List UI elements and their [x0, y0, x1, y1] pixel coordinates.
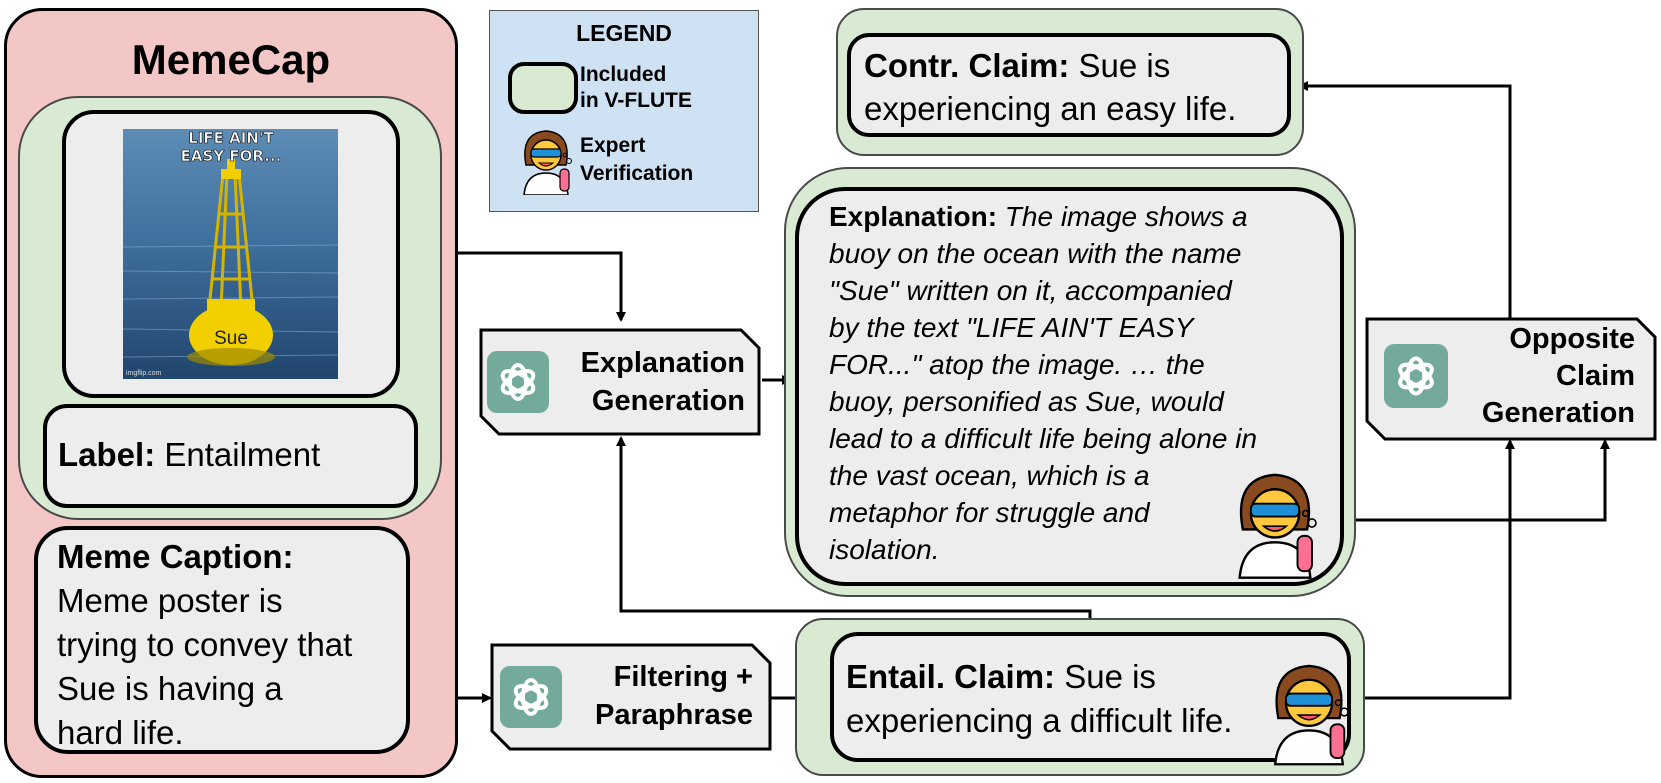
- explanation-line: isolation.: [829, 534, 940, 565]
- legend-included-swatch: [508, 62, 578, 114]
- label-value: Entailment: [164, 436, 321, 473]
- explanation-box: [795, 187, 1344, 586]
- meme-image: Sue LIFE AIN'T EASY FOR... imgflip.com: [123, 129, 338, 379]
- legend-title: LEGEND: [576, 20, 672, 46]
- contr-claim-key: Contr. Claim:: [864, 47, 1070, 84]
- explanation-text: Explanation: The image shows a buoy on t…: [829, 198, 1257, 568]
- explanation-generation-shape: [479, 328, 761, 436]
- openai-logo-icon: [487, 351, 549, 413]
- explanation-key: Explanation:: [829, 201, 998, 232]
- scientist-icon: [523, 130, 572, 195]
- meme-caption-line: hard life.: [57, 714, 184, 751]
- svg-text:EASY FOR...: EASY FOR...: [181, 147, 282, 165]
- explanation-line: FOR..." atop the image. … the: [829, 349, 1205, 380]
- entail-claim-box: [830, 632, 1351, 762]
- arrow-opposite-to-contr-claim: [1298, 81, 1512, 318]
- label-key: Label:: [58, 436, 156, 473]
- arrow-image-to-explanation-generation: [417, 251, 626, 322]
- filtering-paraphrase-shape: [490, 643, 772, 751]
- memecap-title: MemeCap: [131, 36, 331, 83]
- explanation-line: lead to a difficult life being alone in: [829, 423, 1258, 454]
- filtering-paraphrase-label: Filtering + Paraphrase: [595, 661, 753, 731]
- meme-caption-line: Meme poster is: [57, 582, 283, 619]
- explanation-line: buoy, personified as Sue, would: [829, 386, 1224, 417]
- svg-text:LIFE AIN'T: LIFE AIN'T: [188, 129, 274, 147]
- meme-caption-text: Meme Caption: Meme poster is trying to c…: [57, 535, 352, 755]
- arrow-explanation-to-opposite: [1345, 439, 1610, 522]
- explanation-line: metaphor for struggle and: [829, 497, 1150, 528]
- arrow-entail-to-opposite: [1350, 439, 1515, 700]
- meme-caption-line: Sue is having a: [57, 670, 283, 707]
- openai-logo-icon: [1384, 344, 1448, 408]
- legend-expert-label: Expert Verification: [580, 134, 694, 185]
- explanation-line: by the text "LIFE AIN'T EASY: [829, 312, 1194, 343]
- opposite-claim-generation-label: Opposite Claim Generation: [1481, 323, 1635, 429]
- image-watermark: imgflip.com: [126, 370, 162, 377]
- explanation-line: buoy on the ocean with the name: [829, 238, 1242, 269]
- openai-logo-icon: [500, 666, 562, 728]
- explanation-generation-label: Explanation Generation: [580, 347, 745, 417]
- explanation-line: the vast ocean, which is a: [829, 460, 1150, 491]
- contr-claim-box: [847, 33, 1291, 137]
- buoy-name: Sue: [214, 328, 248, 349]
- scientist-icon: [1238, 473, 1317, 579]
- contr-claim-text: Contr. Claim: Sue is experiencing an eas…: [864, 47, 1237, 127]
- entail-claim-text: Entail. Claim: Sue is experiencing a dif…: [846, 658, 1233, 739]
- label-text: Label: Entailment: [58, 436, 320, 474]
- scientist-icon: [1273, 664, 1349, 766]
- legend-included-label: Included in V-FLUTE: [580, 63, 692, 112]
- meme-caption-line: trying to convey that: [57, 626, 353, 663]
- label-box: [43, 404, 418, 508]
- meme-caption-key: Meme Caption:: [57, 538, 294, 575]
- explanation-line: "Sue" written on it, accompanied: [829, 275, 1232, 306]
- entail-claim-key: Entail. Claim:: [846, 658, 1056, 695]
- meme-caption-box: [34, 526, 410, 754]
